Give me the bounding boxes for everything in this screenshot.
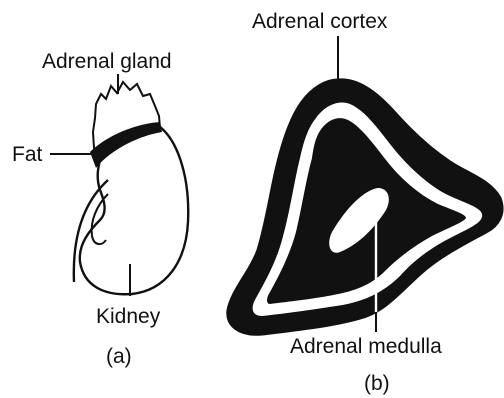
panel-label-b: (b) xyxy=(364,372,390,395)
label-adrenal-medulla: Adrenal medulla xyxy=(290,335,442,358)
figure-b: Adrenal cortex Adrenal medulla (b) xyxy=(228,10,502,395)
panel-label-a: (a) xyxy=(106,345,132,368)
label-adrenal-cortex: Adrenal cortex xyxy=(252,10,388,33)
label-adrenal-gland: Adrenal gland xyxy=(42,50,172,73)
figure-a: Adrenal gland Fat Kidney (a) xyxy=(12,50,188,368)
label-kidney: Kidney xyxy=(96,305,161,328)
label-fat: Fat xyxy=(12,143,43,166)
